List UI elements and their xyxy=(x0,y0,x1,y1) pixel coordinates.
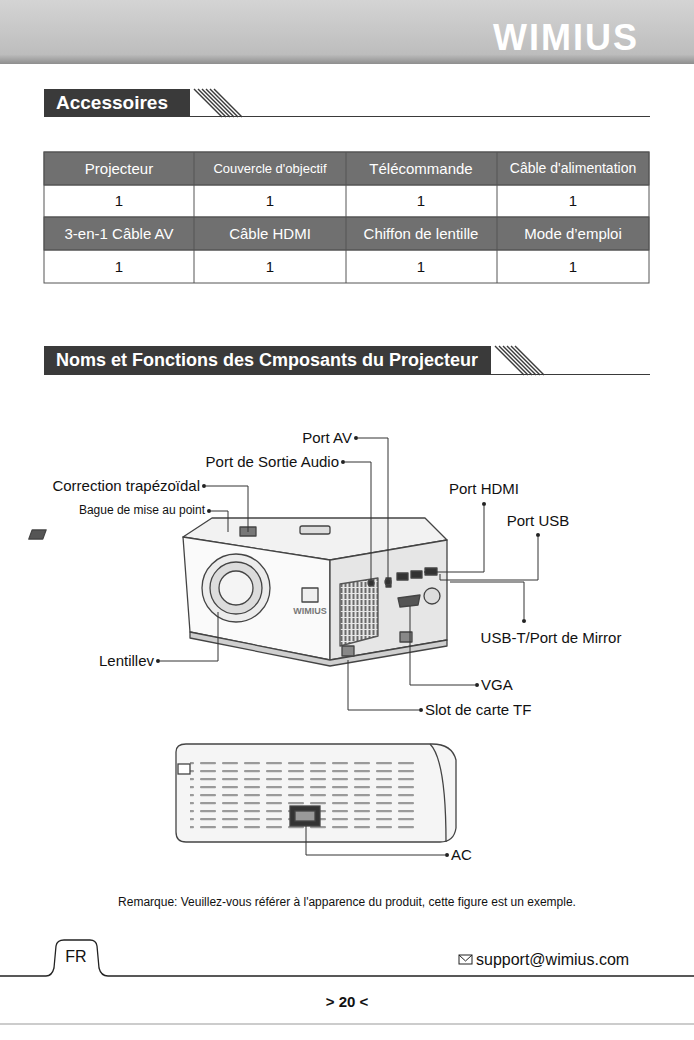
part-label: Lentillev xyxy=(99,653,154,670)
part-label: AC xyxy=(451,847,472,864)
part-label: VGA xyxy=(481,677,513,694)
table-header-cell: Couvercle d'objectif xyxy=(213,162,326,176)
language-tab: FR xyxy=(65,948,86,966)
heading-stripes xyxy=(190,89,650,117)
table-header-cell: Projecteur xyxy=(85,161,153,178)
footer xyxy=(0,940,694,1024)
heading-stripes xyxy=(491,346,650,375)
brand-logo: WIMIUS xyxy=(493,18,639,58)
part-label: Slot de carte TF xyxy=(425,702,531,719)
note: Remarque: Veuillez-vous référer à l'appa… xyxy=(118,896,576,909)
table-header-cell: Mode d’emploi xyxy=(524,226,622,243)
header-bar xyxy=(0,0,694,64)
heading-text: Accessoires xyxy=(56,92,168,114)
table-header-cell: 3-en-1 Câble AV xyxy=(65,226,174,243)
table-header-cell: Câble HDMI xyxy=(229,226,311,243)
table-header-cell: Télécommande xyxy=(369,161,472,178)
table-cell: 1 xyxy=(115,193,123,210)
part-label: Bague de mise au point xyxy=(79,504,205,517)
projector-back-illustration xyxy=(176,744,456,842)
callout-dots xyxy=(156,436,540,857)
part-label: Port de Sortie Audio xyxy=(206,454,339,471)
table-cell: 1 xyxy=(569,193,577,210)
part-label: Correction trapézoïdal xyxy=(52,478,200,495)
table-cell: 1 xyxy=(266,193,274,210)
table-cell: 1 xyxy=(417,193,425,210)
table-cell: 1 xyxy=(266,259,274,276)
part-label: Port HDMI xyxy=(449,481,519,498)
table-header-cell: Câble d'alimentation xyxy=(510,161,636,176)
part-label: Port USB xyxy=(507,513,570,530)
page-number: > 20 < xyxy=(326,994,369,1011)
part-label: USB-T/Port de Mirror xyxy=(481,630,622,647)
section-heading: Accessoires xyxy=(44,89,190,117)
table-cell: 1 xyxy=(115,259,123,276)
leader-lines xyxy=(160,438,538,855)
heading-text: Noms et Fonctions des Cmposants du Proje… xyxy=(56,350,478,371)
projector-illustration xyxy=(29,518,447,666)
accessory-table xyxy=(44,152,649,283)
support-email: support@wimius.com xyxy=(476,951,629,969)
table-cell: 1 xyxy=(417,259,425,276)
table-header-cell: Chiffon de lentille xyxy=(364,226,479,243)
product-logo: WIMIUS xyxy=(293,607,327,617)
part-label: Port AV xyxy=(302,430,352,447)
section-heading: Noms et Fonctions des Cmposants du Proje… xyxy=(44,346,491,375)
table-cell: 1 xyxy=(569,259,577,276)
